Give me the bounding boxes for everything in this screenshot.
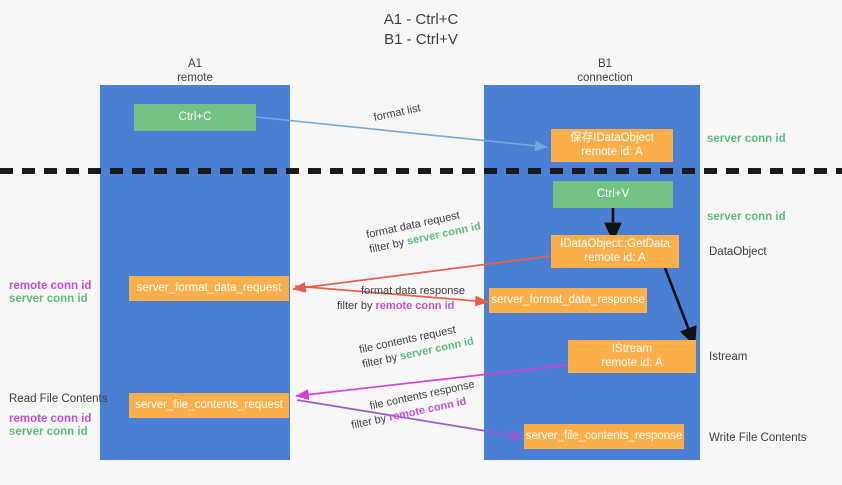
node-server-format-data-response-label: server_format_data_response bbox=[491, 293, 645, 306]
edge-label-format-data-response-filter-value: remote conn id bbox=[375, 300, 455, 312]
label-write-file-contents: Write File Contents bbox=[709, 432, 807, 444]
node-server-format-data-request[interactable]: server_format_data_request bbox=[129, 276, 289, 301]
column-header-a1-name: A1 bbox=[187, 58, 203, 70]
column-header-a1-subtitle: remote bbox=[177, 72, 213, 84]
node-idataobject-getdata-remote-id: remote id: A bbox=[584, 251, 646, 264]
node-server-file-contents-request-label: server_file_contents_request bbox=[135, 398, 283, 411]
node-server-format-data-response[interactable]: server_format_data_response bbox=[489, 288, 647, 313]
edge-label-file-contents-response: file contents response filter by remote … bbox=[347, 378, 479, 434]
clipboard-boundary-divider bbox=[0, 168, 842, 174]
edge-label-format-list-text: format list bbox=[372, 102, 422, 124]
title-line-2: B1 - Ctrl+V bbox=[384, 31, 458, 48]
edge-label-format-data-response-text: format data response bbox=[361, 285, 465, 297]
node-server-file-contents-request[interactable]: server_file_contents_request bbox=[129, 393, 289, 418]
title-line-1: A1 - Ctrl+C bbox=[383, 11, 459, 28]
label-file-contents-server-conn-id: server conn id bbox=[9, 426, 88, 438]
node-istream-label: IStream bbox=[611, 343, 653, 355]
edge-label-format-data-response: format data response filter by remote co… bbox=[337, 284, 465, 314]
node-ctrl-v-label: Ctrl+V bbox=[596, 187, 630, 200]
edge-label-format-list: format list bbox=[372, 101, 422, 126]
edge-label-file-contents-request: file contents request filter by server c… bbox=[358, 320, 475, 373]
node-idataobject-getdata[interactable]: IDataObject::GetData remote id: A bbox=[551, 235, 679, 268]
page-title: A1 - Ctrl+C B1 - Ctrl+V bbox=[0, 10, 842, 50]
node-istream-remote-id: remote id: A bbox=[601, 356, 663, 369]
column-header-b1-subtitle: connection bbox=[577, 72, 633, 84]
node-server-file-contents-response-label: server_file_contents_response bbox=[525, 429, 683, 442]
label-format-data-server-conn-id: server conn id bbox=[9, 293, 88, 305]
edge-label-format-data-response-filter-prefix: filter by bbox=[337, 300, 376, 312]
label-file-contents-remote-conn-id: remote conn id bbox=[9, 413, 92, 425]
label-server-conn-id-top: server conn id bbox=[707, 133, 786, 145]
label-istream: Istream bbox=[709, 351, 748, 363]
label-dataobject: DataObject bbox=[709, 246, 767, 258]
column-header-b1-name: B1 bbox=[597, 58, 613, 70]
edge-label-format-data-response-filter: filter by remote conn id bbox=[337, 299, 465, 314]
label-format-data-remote-conn-id: remote conn id bbox=[9, 280, 92, 292]
node-istream[interactable]: IStream remote id: A bbox=[568, 340, 696, 373]
node-ctrl-c[interactable]: Ctrl+C bbox=[134, 104, 256, 131]
node-save-idataobject-remote-id: remote id: A bbox=[581, 145, 643, 158]
node-server-file-contents-response[interactable]: server_file_contents_response bbox=[524, 424, 684, 449]
node-save-idataobject[interactable]: 保存IDataObject remote id: A bbox=[551, 129, 673, 162]
label-server-conn-id-second: server conn id bbox=[707, 211, 786, 223]
node-server-format-data-request-label: server_format_data_request bbox=[136, 281, 282, 294]
column-header-b1: B1 connection bbox=[525, 57, 685, 85]
node-idataobject-getdata-label: IDataObject::GetData bbox=[560, 238, 670, 250]
node-ctrl-v[interactable]: Ctrl+V bbox=[553, 181, 673, 208]
column-header-a1: A1 remote bbox=[120, 57, 270, 85]
node-ctrl-c-label: Ctrl+C bbox=[178, 110, 212, 123]
node-save-idataobject-label: 保存IDataObject bbox=[570, 132, 654, 144]
edge-label-format-data-request: format data request filter by server con… bbox=[365, 205, 482, 258]
label-read-file-contents: Read File Contents bbox=[9, 393, 108, 405]
